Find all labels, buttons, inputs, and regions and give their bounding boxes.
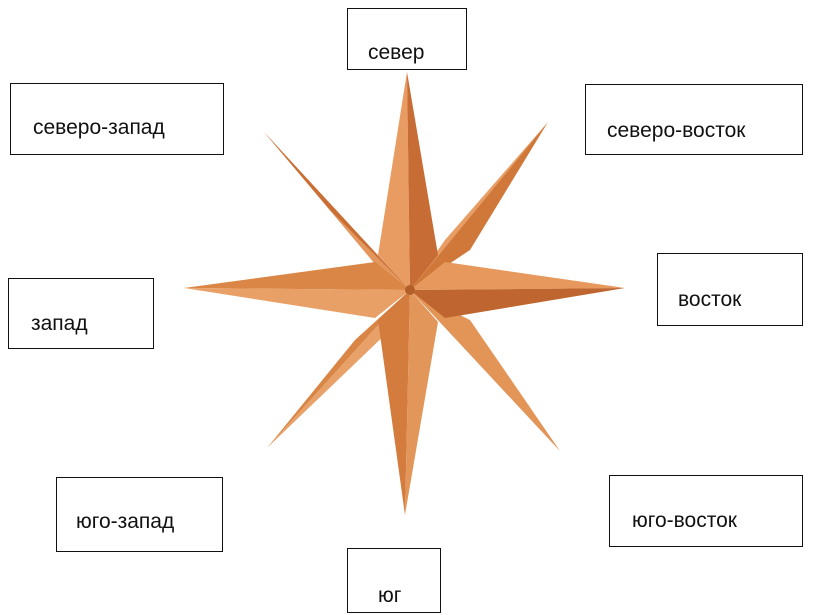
star-point-west-top [184, 262, 410, 290]
label-southeast: юго-восток [632, 509, 737, 532]
label-box-southeast: юго-восток [609, 475, 803, 547]
star-point-northwest-right [264, 132, 410, 290]
label-box-south: юг [347, 548, 441, 613]
label-south: юг [378, 584, 402, 607]
star-point-south-left [378, 290, 410, 515]
label-box-east: восток [657, 253, 803, 326]
label-northwest: северо-запад [33, 116, 165, 139]
star-point-north-left [378, 72, 410, 290]
label-box-north: север [347, 8, 467, 70]
star-point-south-right [405, 290, 438, 515]
label-east: восток [678, 288, 742, 311]
star-point-east-bottom [410, 288, 625, 318]
star-center [405, 285, 415, 295]
star-point-east-top [410, 262, 625, 290]
label-box-southwest: юго-запад [56, 477, 223, 552]
star-point-southwest-right [267, 290, 410, 448]
label-west: запад [31, 312, 88, 335]
label-box-northwest: северо-запад [10, 83, 224, 155]
star-point-north-right [407, 72, 438, 290]
label-northeast: северо-восток [607, 119, 746, 142]
label-southwest: юго-запад [76, 510, 175, 533]
compass-rose-star [184, 72, 625, 515]
star-point-west-bottom [184, 288, 410, 318]
label-box-northeast: северо-восток [585, 84, 803, 155]
star-point-northeast-right [410, 122, 548, 290]
label-box-west: запад [8, 278, 154, 349]
star-point-southeast-right [410, 290, 560, 451]
label-north: север [368, 41, 425, 64]
